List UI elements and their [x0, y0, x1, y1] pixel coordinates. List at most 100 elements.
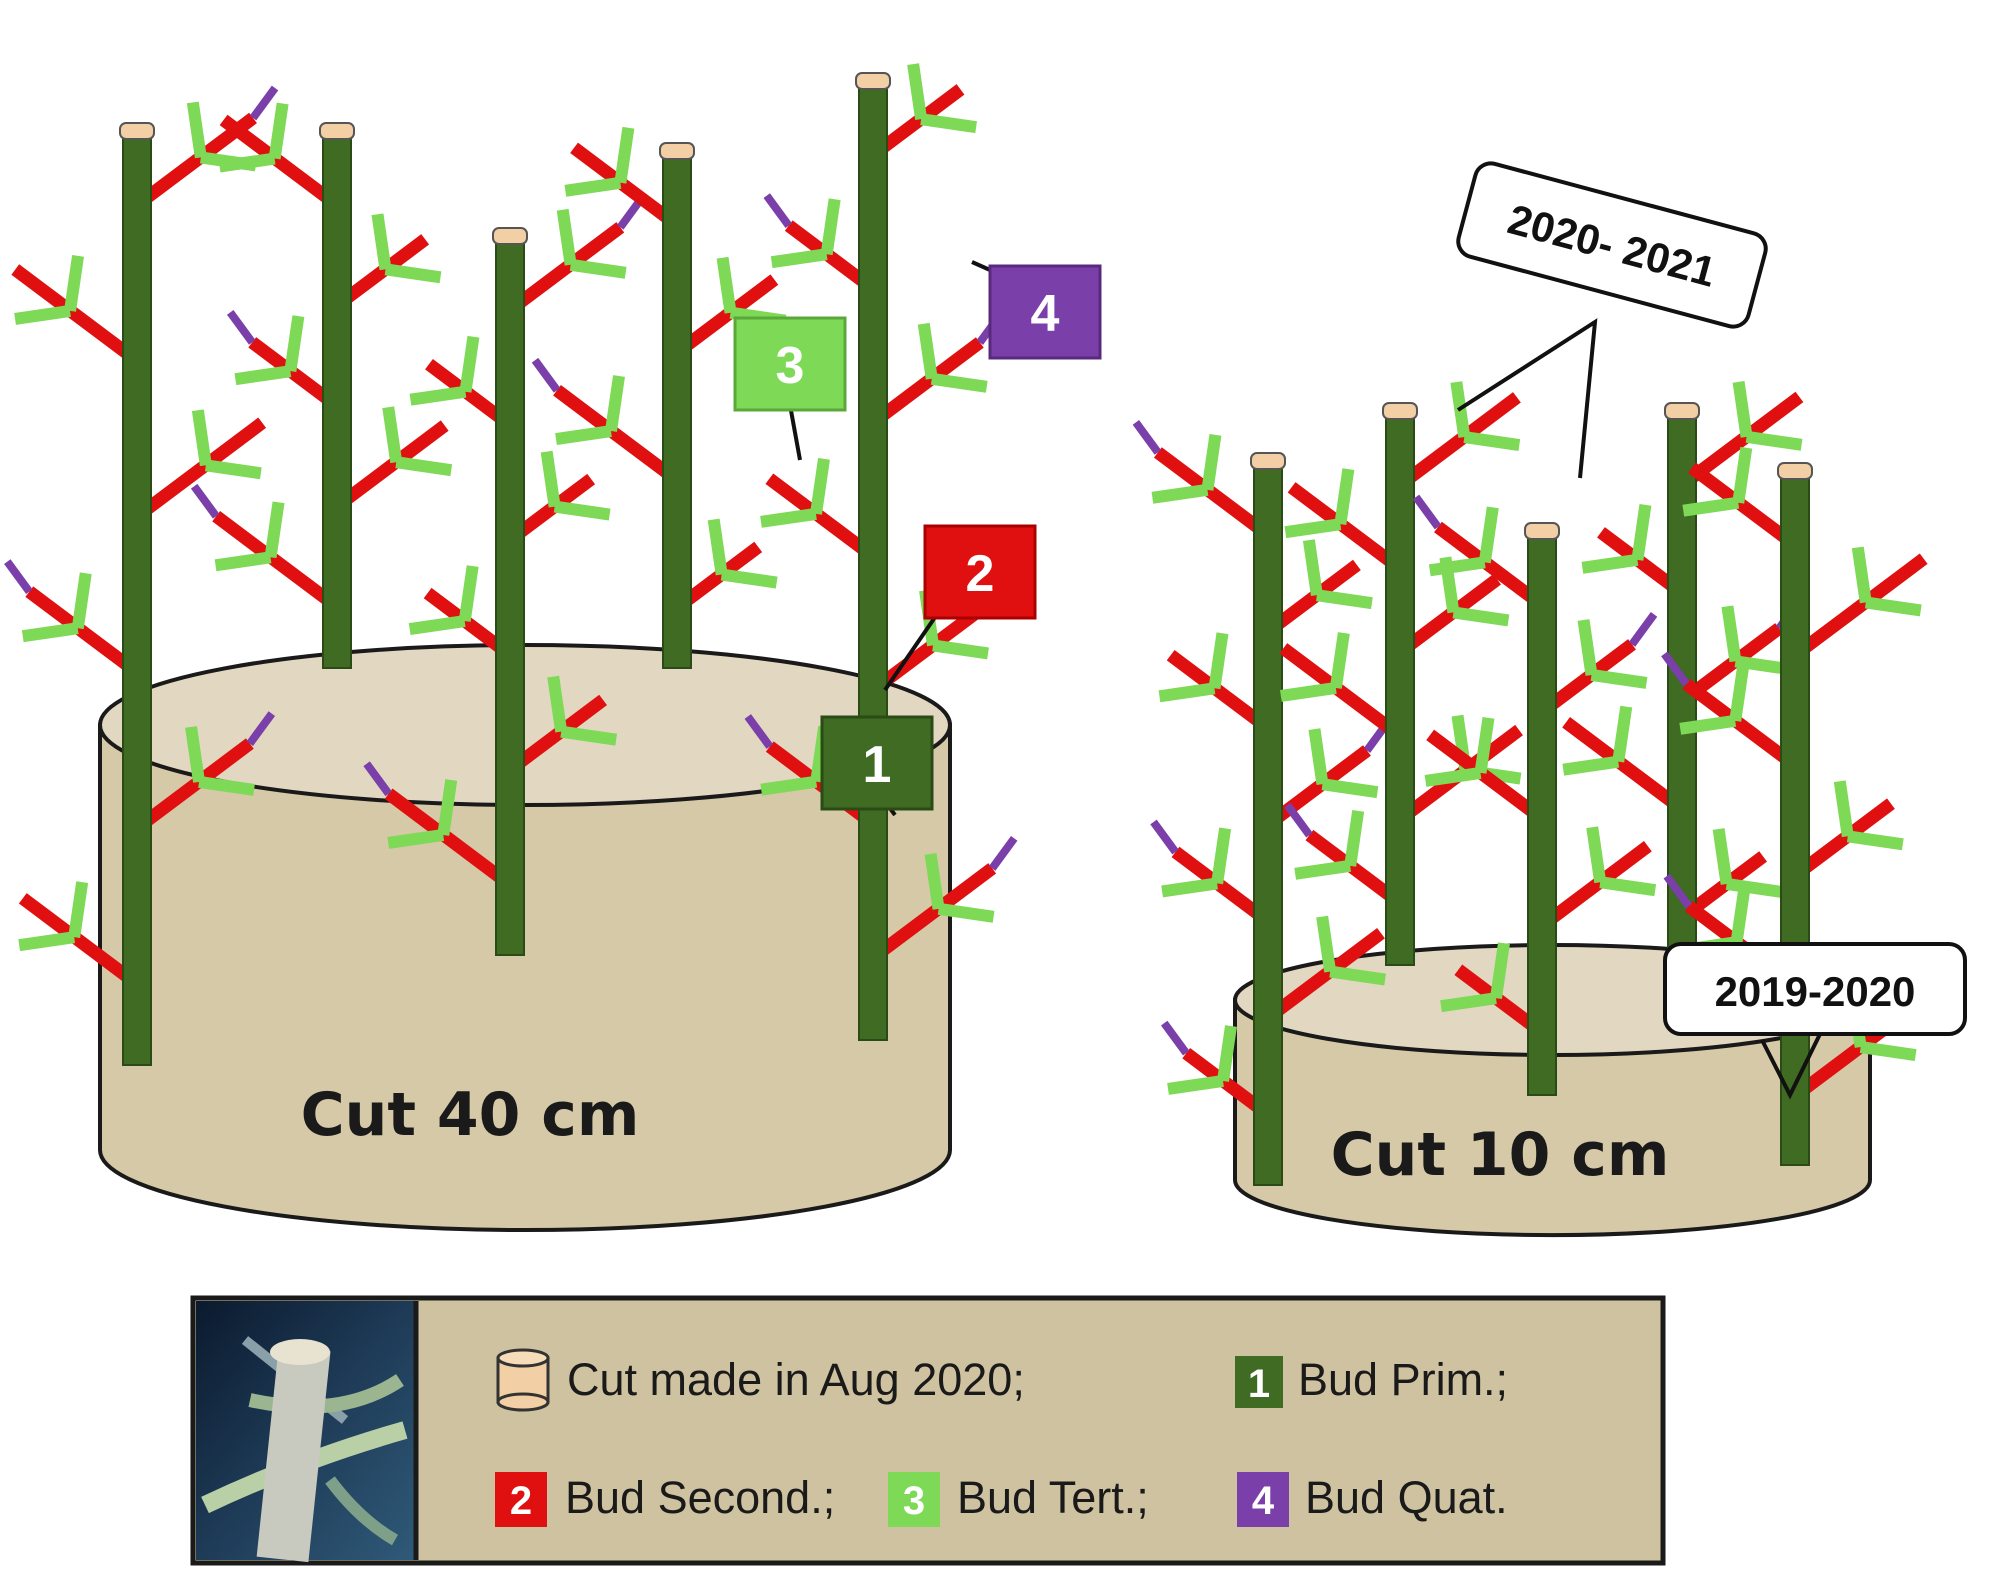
tertiary-shoot: [770, 248, 828, 269]
tertiary-shoot: [1612, 705, 1633, 763]
badge-quaternary-leader: [971, 260, 991, 272]
tertiary-shoot: [1729, 664, 1750, 722]
legend-cut-label: Cut made in Aug 2020;: [567, 1354, 1025, 1405]
tertiary-shoot: [564, 176, 622, 197]
tertiary-shoot: [218, 152, 276, 173]
secondary-shoot: [1279, 643, 1404, 741]
legend-primary-swatch: [1235, 1356, 1283, 1408]
tertiary-shoot: [1577, 619, 1598, 676]
tertiary-shoot: [1846, 830, 1904, 851]
tertiary-shoot: [1294, 859, 1352, 880]
callout-old-season-text: 2019-2020: [1715, 968, 1916, 1015]
tertiary-shoot: [186, 101, 207, 159]
secondary-shoot: [1538, 639, 1636, 718]
quaternary-shoot: [227, 309, 256, 345]
tertiary-shoot: [268, 102, 289, 160]
callout-new-season-leader: [1456, 318, 1598, 479]
tertiary-shoot: [1452, 606, 1510, 627]
secondary-shoot: [1264, 927, 1385, 1024]
tertiary-shoot: [924, 853, 945, 910]
primary-stem: [1780, 474, 1810, 1166]
tertiary-shoot: [1308, 728, 1329, 786]
tertiary-shoot: [384, 263, 442, 284]
tertiary-shoot: [932, 639, 989, 660]
tertiary-shoot: [720, 568, 778, 589]
secondary-shoot: [1396, 392, 1521, 491]
secondary-shoot: [1166, 649, 1272, 734]
tertiary-shoot: [14, 304, 71, 325]
quaternary-shoot: [531, 357, 561, 393]
legend-tertiary-swatch: [888, 1472, 940, 1527]
tertiary-shoot: [760, 775, 818, 796]
tertiary-shoot: [409, 385, 467, 406]
primary-stem: [1253, 464, 1283, 1186]
tertiary-shoot: [1474, 717, 1495, 774]
legend: Cut made in Aug 2020; 1 Bud Prim.; 2 Bud…: [190, 1295, 1666, 1566]
tertiary-shoot: [1562, 755, 1620, 776]
tertiary-shoot: [382, 406, 403, 464]
tertiary-shoot: [408, 615, 466, 636]
tertiary-shoot: [930, 372, 988, 393]
badge-primary-number: 1: [863, 736, 892, 794]
primary-stem: [858, 84, 888, 1041]
tertiary-shoot: [68, 881, 89, 939]
quaternary-shoot: [1663, 873, 1692, 909]
callout-new-season-box: [1456, 161, 1768, 329]
secondary-shoot: [1562, 717, 1686, 815]
secondary-shoot: [219, 114, 341, 211]
quaternary-shoot: [363, 761, 392, 797]
tertiary-shoot: [1217, 1025, 1237, 1082]
tertiary-shoot: [1581, 553, 1639, 574]
tertiary-shoot: [907, 63, 928, 120]
badge-quaternary-box: [988, 264, 1102, 360]
tertiary-shoot: [1732, 380, 1753, 438]
tertiary-shoot: [395, 456, 453, 477]
tertiary-shoot: [1864, 596, 1922, 617]
secondary-shoot: [765, 473, 877, 562]
tertiary-shoot: [1167, 1075, 1224, 1095]
tertiary-shoot: [1158, 682, 1216, 703]
tertiary-shoot: [1201, 433, 1222, 491]
tertiary-shoot: [459, 335, 480, 393]
secondary-shoot: [553, 385, 681, 486]
quaternary-shoot: [1284, 802, 1313, 838]
quaternary-shoot: [763, 193, 792, 228]
badge-tertiary-box: [733, 316, 847, 412]
tertiary-shoot: [1208, 632, 1229, 690]
secondary-shoot: [673, 274, 779, 358]
legend-secondary-label: Bud Second.;: [565, 1472, 835, 1523]
tertiary-shoot: [937, 902, 995, 923]
pot-left-body: [98, 723, 952, 1232]
cut-cap: [1250, 452, 1286, 470]
tertiary-shoot: [371, 213, 392, 271]
tertiary-shoot: [1859, 1041, 1917, 1061]
legend-secondary-number: 2: [510, 1479, 532, 1523]
tertiary-shoot: [1329, 632, 1350, 689]
tertiary-shoot: [191, 409, 212, 467]
tertiary-shoot: [1316, 589, 1373, 610]
tertiary-shoot: [1321, 778, 1379, 799]
tertiary-shoot: [569, 258, 627, 279]
tertiary-shoot: [1679, 714, 1737, 735]
tertiary-shoot: [1745, 430, 1803, 451]
legend-quaternary-swatch: [1237, 1472, 1289, 1527]
cut-cap: [319, 122, 355, 140]
cut-cap: [492, 227, 528, 245]
quaternary-shoot: [988, 835, 1018, 871]
tertiary-shoot: [71, 572, 92, 630]
tertiary-shoot: [185, 726, 205, 783]
tertiary-shoot: [716, 256, 737, 314]
tertiary-shoot: [64, 255, 84, 312]
badge-tertiary-leader: [788, 404, 802, 461]
tertiary-shoot: [1682, 496, 1740, 517]
badge-secondary-leader: [883, 608, 942, 692]
tertiary-shoot: [556, 208, 577, 266]
tertiary-shoot: [917, 322, 938, 380]
cut-cap: [119, 122, 155, 140]
legend-item-primary: 1 Bud Prim.;: [1235, 1354, 1508, 1408]
tertiary-shoot: [1284, 518, 1342, 539]
tertiary-shoot: [760, 507, 817, 528]
secondary-shoot: [1426, 729, 1546, 824]
tertiary-shoot: [1833, 780, 1854, 838]
legend-item-quaternary: 4 Bud Quat.: [1237, 1472, 1508, 1527]
